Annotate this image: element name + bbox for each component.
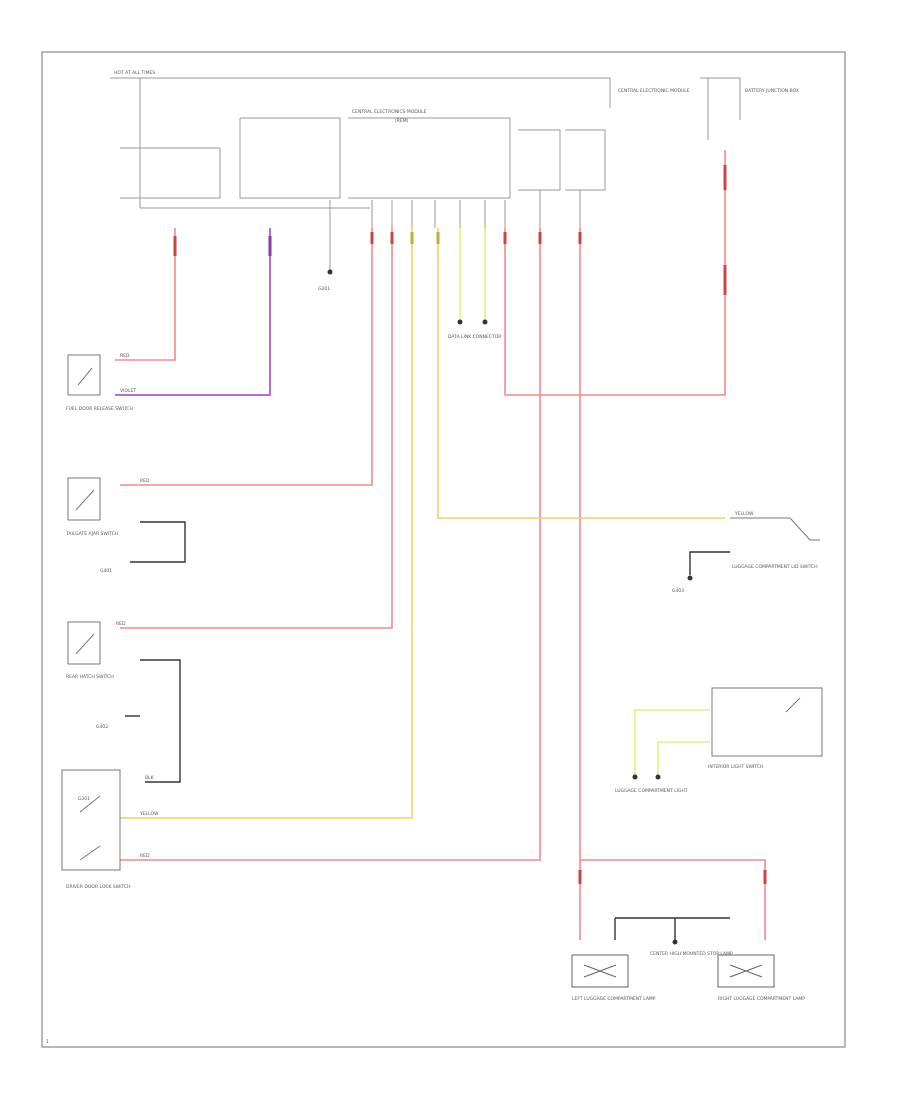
- wire-color-labels: RED VIOLET RED RED YELLOW RED YELLOW BLK: [116, 353, 754, 859]
- black-ground-wires: [125, 521, 730, 940]
- label-driver-door-switch: DRIVER DOOR LOCK SWITCH: [66, 884, 131, 890]
- cem-connector-pins: [371, 190, 581, 228]
- tailgate-switch: [67, 477, 101, 521]
- label-page-ref: 1: [46, 1039, 49, 1045]
- label-data-link: DATA LINK CONNECTOR: [448, 334, 501, 340]
- rear-hatch-switch: [67, 621, 101, 665]
- wire-label-yellow-2: YELLOW: [734, 511, 754, 517]
- luggage-lid-switch: [730, 517, 820, 541]
- wire-label-yellow: YELLOW: [139, 811, 159, 817]
- violet-wire: [115, 228, 271, 396]
- driver-door-switch: [61, 769, 121, 871]
- wire-label-red-4: RED: [140, 853, 150, 859]
- label-g201: G201: [318, 286, 330, 292]
- left-lamp: [571, 954, 629, 988]
- label-fuel-door-switch: FUEL DOOR RELEASE SWITCH: [66, 406, 133, 412]
- label-luggage-lid-ground: G403: [672, 588, 684, 594]
- top-power-bus: [110, 77, 741, 270]
- interior-light-switch: [711, 687, 823, 757]
- label-luggage-lid-switch: LUGGAGE COMPARTMENT LID SWITCH: [732, 564, 818, 570]
- wire-label-violet: VIOLET: [120, 388, 136, 394]
- label-tailgate-ground: G401: [100, 568, 112, 574]
- label-battery-note: BATTERY JUNCTION BOX: [745, 88, 799, 94]
- ground-symbols: [327, 269, 693, 945]
- label-central-electronics-sub: (REM): [395, 118, 409, 124]
- wire-label-red-2: RED: [140, 478, 150, 484]
- label-driver-ground: G301: [78, 796, 90, 802]
- diagram-frame: [41, 51, 846, 1048]
- wire-label-red-3: RED: [116, 621, 126, 627]
- label-hot-at-all-times: HOT AT ALL TIMES: [114, 70, 155, 76]
- wire-tick-marks: [173, 165, 767, 884]
- wire-label-black: BLK: [145, 775, 155, 781]
- label-interior-light-switch: INTERIOR LIGHT SWITCH: [708, 764, 763, 770]
- red-wires: [115, 150, 766, 940]
- label-center-lamp: CENTER HIGH MOUNTED STOP LAMP: [650, 951, 733, 957]
- label-tailgate-switch: TAILGATE AJAR SWITCH: [65, 531, 118, 537]
- wire-label-red-1: RED: [120, 353, 130, 359]
- label-rear-hatch-switch: REAR HATCH SWITCH: [66, 674, 114, 680]
- label-left-lamp: LEFT LUGGAGE COMPARTMENT LAMP: [572, 996, 656, 1002]
- fuel-door-switch: [67, 354, 101, 396]
- label-hatch-ground: G402: [96, 724, 108, 730]
- label-central-electronics: CENTRAL ELECTRONICS MODULE: [352, 109, 427, 115]
- label-lighting-control: LUGGAGE COMPARTMENT LIGHT: [615, 788, 688, 794]
- label-right-lamp: RIGHT LUGGAGE COMPARTMENT LAMP: [718, 996, 805, 1002]
- right-lamp: [717, 954, 775, 988]
- diagram-labels: HOT AT ALL TIMES CENTRAL ELECTRONICS MOD…: [46, 70, 818, 1045]
- yellow-wires: [120, 228, 725, 819]
- label-fuse-block-note: CENTRAL ELECTRONIC MODULE: [618, 88, 690, 94]
